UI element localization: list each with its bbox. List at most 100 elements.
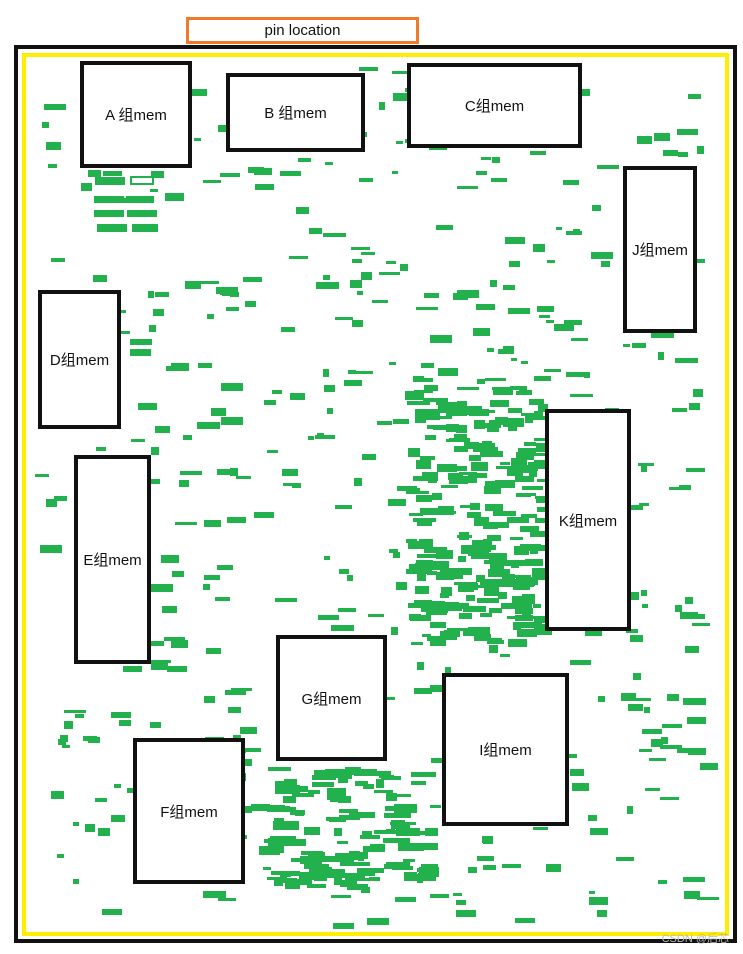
std-cell (680, 612, 698, 619)
std-cell (530, 531, 546, 537)
std-cell (463, 628, 483, 636)
std-cell (471, 550, 489, 559)
std-cell (344, 862, 370, 866)
std-cell (520, 526, 539, 532)
std-cell (335, 505, 352, 509)
std-cell (487, 348, 494, 352)
std-cell (700, 763, 718, 770)
std-cell (570, 660, 591, 665)
std-cell (88, 170, 101, 177)
std-cell (162, 606, 177, 613)
std-cell (348, 370, 356, 374)
std-cell (626, 629, 638, 633)
std-cell (438, 468, 455, 471)
std-cell (508, 408, 522, 413)
std-cell (386, 261, 396, 264)
std-cell (280, 171, 301, 176)
std-cell (383, 838, 410, 843)
std-cell (471, 462, 488, 471)
std-cell (407, 401, 430, 405)
std-cell (304, 827, 320, 835)
std-cell (275, 598, 297, 602)
std-cell (421, 864, 438, 869)
std-cell (498, 349, 514, 354)
std-cell (641, 590, 647, 596)
std-cell (589, 891, 595, 894)
std-cell (459, 613, 472, 619)
std-cell (398, 843, 424, 851)
std-cell (324, 556, 330, 560)
std-cell (518, 448, 527, 457)
std-cell (323, 369, 329, 377)
std-cell (308, 790, 320, 794)
std-cell (436, 550, 453, 559)
std-cell (308, 436, 314, 440)
std-cell (418, 873, 439, 877)
std-cell (411, 781, 426, 785)
std-cell (185, 281, 201, 289)
std-cell (453, 893, 462, 896)
std-cell (395, 897, 416, 902)
std-cell (96, 447, 106, 451)
pin-location-box: pin location (186, 17, 419, 44)
mem-block-k: K组mem (545, 409, 631, 631)
std-cell (508, 308, 530, 314)
std-cell (369, 877, 380, 881)
std-cell (48, 164, 57, 168)
std-cell (81, 183, 92, 191)
std-cell (377, 421, 392, 425)
std-cell (427, 509, 440, 515)
std-cell (300, 856, 308, 864)
std-cell (480, 613, 492, 617)
std-cell (267, 877, 287, 880)
std-cell (446, 412, 467, 416)
std-cell (489, 420, 495, 423)
std-cell (361, 272, 372, 280)
std-cell (461, 545, 481, 554)
mem-block-a-label: A 组mem (105, 107, 167, 124)
std-cell (489, 645, 498, 653)
std-cell (409, 513, 423, 516)
std-cell (289, 256, 308, 259)
std-cell (126, 196, 154, 203)
std-cell (536, 443, 553, 452)
std-cell (298, 158, 311, 162)
std-cell (598, 696, 605, 702)
mem-block-e: E组mem (74, 455, 151, 664)
std-cell (514, 602, 532, 609)
mem-block-g-label: G组mem (301, 690, 362, 708)
std-cell (347, 575, 353, 581)
std-cell (645, 788, 660, 791)
std-cell (312, 782, 334, 787)
std-cell (431, 758, 447, 763)
std-cell (273, 821, 299, 830)
std-cell (204, 575, 220, 580)
std-cell (499, 579, 522, 587)
std-cell (697, 146, 704, 154)
std-cell (184, 89, 207, 96)
std-cell (331, 625, 354, 631)
std-cell (233, 735, 241, 738)
std-cell (284, 779, 297, 788)
std-cell (469, 455, 481, 461)
std-cell (523, 448, 536, 454)
std-cell (161, 555, 179, 563)
std-cell (470, 503, 480, 510)
std-cell (339, 569, 349, 574)
std-cell (309, 228, 322, 234)
std-cell (334, 828, 342, 836)
std-cell (384, 813, 411, 818)
std-cell (521, 465, 538, 471)
std-cell (497, 522, 509, 528)
std-cell (533, 244, 545, 252)
std-cell (456, 900, 466, 905)
std-cell (601, 261, 610, 267)
std-cell (397, 486, 417, 491)
std-cell (197, 422, 220, 429)
std-cell (592, 205, 601, 211)
std-cell (430, 622, 446, 628)
std-cell (489, 553, 507, 562)
std-cell (218, 898, 236, 901)
std-cell (405, 391, 424, 400)
std-cell (338, 796, 351, 803)
